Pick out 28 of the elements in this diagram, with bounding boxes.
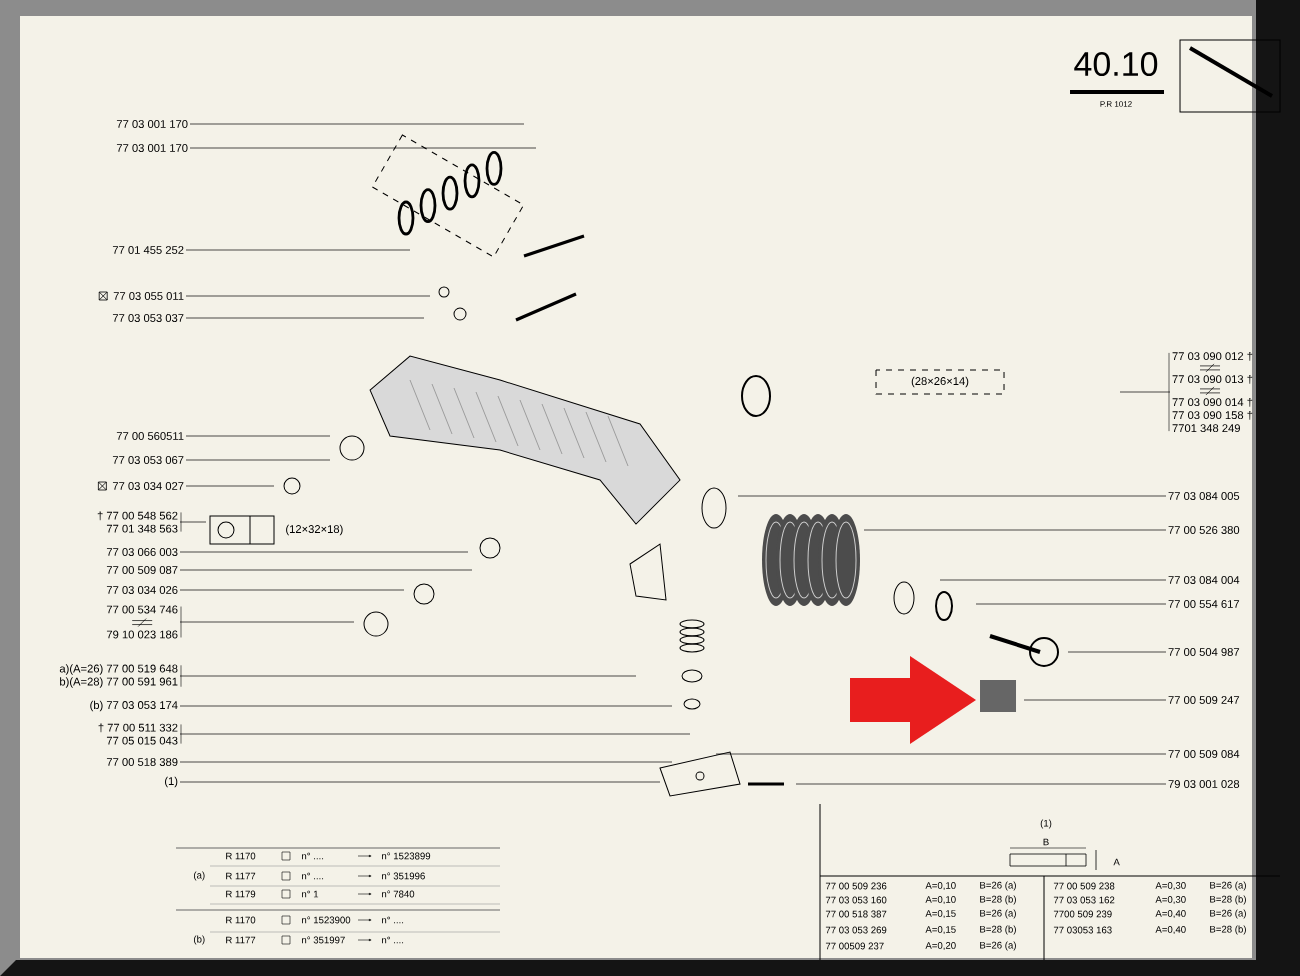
leader-line xyxy=(185,459,331,461)
leader-line xyxy=(863,529,1167,531)
leader-line xyxy=(795,783,1167,785)
leader-line xyxy=(1023,699,1167,701)
leader-line xyxy=(179,621,355,623)
leader-line xyxy=(185,485,275,487)
leader-line xyxy=(185,249,411,251)
leader-line xyxy=(939,579,1167,581)
leader-line xyxy=(185,435,331,437)
page-number: 40.10 xyxy=(1074,51,1158,77)
leader-line xyxy=(185,295,431,297)
leader-line xyxy=(189,147,537,149)
leader-line xyxy=(179,569,473,571)
leader-line xyxy=(179,521,207,523)
leader-line xyxy=(179,761,673,763)
leader-line xyxy=(179,705,673,707)
leader-line xyxy=(715,753,1167,755)
leader-line xyxy=(179,733,691,735)
leader-line xyxy=(179,675,637,677)
leader-line xyxy=(179,781,661,783)
leader-line xyxy=(975,603,1167,605)
leader-line xyxy=(179,589,405,591)
leader-line xyxy=(185,317,425,319)
leader-line xyxy=(1067,651,1167,653)
leader-line xyxy=(179,551,469,553)
leader-line xyxy=(189,123,525,125)
leader-line xyxy=(737,495,1167,497)
leader-line xyxy=(1119,391,1171,393)
